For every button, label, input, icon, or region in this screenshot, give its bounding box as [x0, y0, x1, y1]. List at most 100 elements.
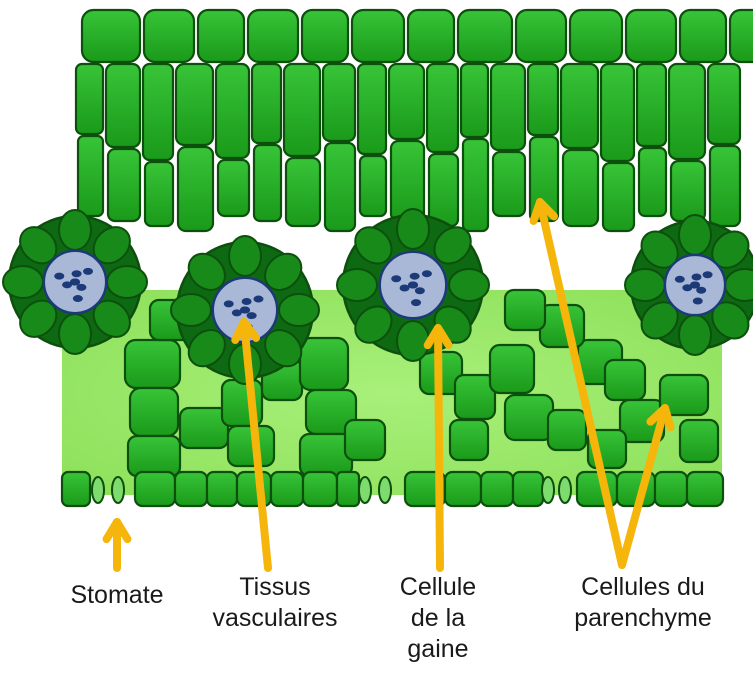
vascular-vessel — [83, 268, 93, 275]
lower-epidermal-cell — [513, 472, 543, 506]
palisade-cell — [427, 64, 458, 152]
vascular-vessel — [240, 307, 250, 314]
lower-epidermal-cell — [175, 472, 207, 506]
stomata-guard-cell — [559, 477, 571, 503]
epidermal-cell — [626, 10, 676, 62]
bundle-sheath-cell — [397, 321, 429, 361]
vascular-vessel — [70, 279, 80, 286]
spongy-parenchyma-cell — [345, 420, 385, 460]
epidermal-cell — [198, 10, 244, 62]
lower-epidermal-cell — [481, 472, 513, 506]
vascular-vessel — [73, 295, 83, 302]
spongy-parenchyma-cell — [548, 410, 586, 450]
label-stomate: Stomate — [52, 580, 182, 611]
vascular-vessel — [693, 298, 703, 305]
bundle-sheath-cell — [625, 269, 665, 301]
palisade-cell — [708, 64, 740, 144]
lower-epidermal-cell — [655, 472, 687, 506]
spongy-parenchyma-cell — [125, 340, 180, 388]
label-sheath-line-1: Cellule — [378, 572, 498, 603]
bundle-sheath-cell — [229, 236, 261, 276]
bundle-sheath-cell — [171, 294, 211, 326]
palisade-cell — [252, 64, 281, 143]
vascular-vessel — [690, 282, 700, 289]
upper-epidermis — [82, 10, 753, 62]
palisade-cell — [461, 64, 488, 137]
palisade-cell — [178, 147, 213, 231]
palisade-mesophyll — [76, 64, 740, 231]
lower-epidermal-cell — [271, 472, 303, 506]
palisade-cell — [106, 64, 140, 147]
stomata-guard-cell — [112, 477, 124, 503]
vascular-vessel — [675, 276, 685, 283]
lower-epidermal-cell — [303, 472, 337, 506]
vascular-vessel — [242, 298, 252, 305]
palisade-cell — [360, 156, 386, 216]
epidermal-cell — [730, 10, 753, 62]
palisade-cell — [639, 148, 666, 216]
vascular-vessel — [411, 299, 421, 306]
palisade-cell — [389, 64, 424, 139]
palisade-cell — [78, 136, 103, 216]
vascular-vessel — [703, 271, 713, 278]
palisade-cell — [108, 149, 140, 221]
palisade-cell — [493, 152, 525, 216]
spongy-parenchyma-cell — [128, 436, 180, 476]
vascular-vessel — [72, 270, 82, 277]
palisade-cell — [563, 150, 598, 226]
bundle-sheath-cell — [725, 269, 753, 301]
vascular-vessel — [415, 287, 425, 294]
epidermal-cell — [570, 10, 622, 62]
palisade-cell — [145, 162, 173, 226]
bundle-sheath-cell — [679, 315, 711, 355]
palisade-cell — [528, 64, 558, 135]
spongy-parenchyma-cell — [505, 290, 545, 330]
label-stomate-line-1: Stomate — [52, 580, 182, 611]
lower-epidermal-cell — [62, 472, 90, 506]
vascular-vessel — [408, 282, 418, 289]
bundle-sheath-cell — [59, 314, 91, 354]
vascular-vessel — [400, 285, 410, 292]
spongy-parenchyma-cell — [180, 408, 228, 448]
lower-epidermal-cell — [445, 472, 481, 506]
vascular-vessel — [410, 273, 420, 280]
lower-epidermal-cell — [237, 472, 271, 506]
vascular-bundle — [337, 209, 489, 361]
vascular-vessel — [54, 273, 64, 280]
epidermal-cell — [516, 10, 566, 62]
palisade-cell — [325, 143, 355, 231]
bundle-sheath-cell — [279, 294, 319, 326]
vascular-vessel — [692, 274, 702, 281]
spongy-parenchyma-cell — [130, 388, 178, 436]
vascular-vessel — [76, 284, 86, 291]
stomata-guard-cell — [542, 477, 554, 503]
label-parenchyma-line-2: parenchyme — [548, 603, 738, 634]
epidermal-cell — [352, 10, 404, 62]
palisade-cell — [176, 64, 213, 145]
palisade-cell — [601, 64, 634, 161]
vascular-vessel — [391, 275, 401, 282]
label-parenchyma-cells: Cellules du parenchyme — [548, 572, 738, 634]
label-vascular-line-1: Tissus — [190, 572, 360, 603]
stomata-guard-cell — [92, 477, 104, 503]
vascular-vessel — [253, 296, 263, 303]
stomata-guard-cell — [359, 477, 371, 503]
bundle-sheath-cell — [449, 269, 489, 301]
vascular-vessel — [224, 300, 234, 307]
spongy-parenchyma-cell — [490, 345, 534, 393]
epidermal-cell — [82, 10, 140, 62]
bundle-sheath-cell — [679, 215, 711, 255]
vascular-vessel — [422, 270, 432, 277]
palisade-cell — [323, 64, 355, 141]
label-vascular-line-2: vasculaires — [190, 603, 360, 634]
palisade-cell — [254, 145, 281, 221]
lower-epidermal-cell — [207, 472, 237, 506]
lower-epidermal-cell — [337, 472, 359, 506]
spongy-parenchyma-cell — [450, 420, 488, 460]
spongy-parenchyma-cell — [605, 360, 645, 400]
pointer-arrow — [107, 522, 128, 568]
label-sheath-line-3: gaine — [378, 634, 498, 665]
palisade-cell — [561, 64, 598, 148]
stomata-guard-cell — [379, 477, 391, 503]
bundle-sheath-cell — [397, 209, 429, 249]
